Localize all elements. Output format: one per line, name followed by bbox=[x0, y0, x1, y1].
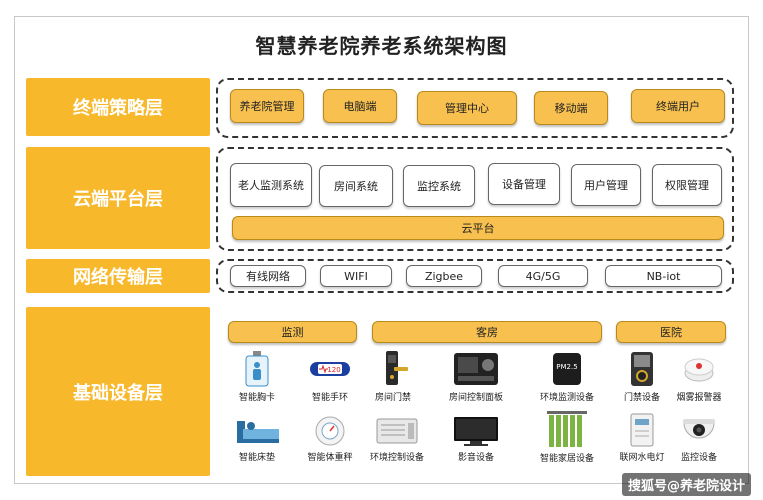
zone-network bbox=[216, 259, 734, 293]
cloud-item: 权限管理 bbox=[652, 164, 722, 206]
network-item: 4G/5G bbox=[498, 265, 588, 287]
group-monitoring: 监测 bbox=[228, 321, 357, 343]
wristband-icon: 120 bbox=[310, 362, 350, 376]
meter-icon bbox=[630, 413, 654, 447]
layer-device: 基础设备层 bbox=[26, 307, 210, 476]
network-item: NB-iot bbox=[605, 265, 722, 287]
device-room-panel: 房间控制面板 bbox=[437, 351, 515, 403]
cloud-platform-bar: 云平台 bbox=[232, 216, 724, 240]
badge-icon bbox=[245, 351, 269, 387]
camera-icon bbox=[683, 419, 715, 439]
cloud-item: 用户管理 bbox=[571, 164, 641, 206]
device-smart-mattress: 智能床垫 bbox=[218, 415, 296, 463]
layer-terminal: 终端策略层 bbox=[26, 78, 210, 136]
device-utility-meter: 联网水电灯 bbox=[603, 413, 681, 463]
scale-icon bbox=[315, 416, 345, 446]
watermark: 搜狐号@养老院设计 bbox=[621, 473, 751, 496]
network-item: WIFI bbox=[320, 265, 392, 287]
terminal-item: 管理中心 bbox=[417, 91, 517, 125]
room-panel-icon bbox=[454, 353, 498, 385]
zone-terminal bbox=[216, 78, 734, 138]
diagram-title: 智慧养老院养老系统架构图 bbox=[255, 34, 508, 58]
wristband-readout: 120 bbox=[327, 366, 340, 374]
device-smoke-alarm: 烟雾报警器 bbox=[660, 351, 738, 403]
device-smart-home: 智能家居设备 bbox=[528, 410, 606, 464]
cloud-item: 监控系统 bbox=[403, 165, 475, 207]
access-control-icon bbox=[631, 352, 653, 386]
env-control-icon bbox=[376, 418, 418, 444]
terminal-item: 终端用户 bbox=[631, 89, 725, 123]
cloud-item: 老人监测系统 bbox=[230, 163, 312, 207]
curtain-icon bbox=[547, 411, 587, 447]
terminal-item: 养老院管理 bbox=[230, 89, 304, 123]
env-monitor-icon: PM2.5 bbox=[553, 353, 581, 385]
device-camera: 监控设备 bbox=[660, 413, 738, 463]
device-door-lock: 房间门禁 bbox=[354, 351, 432, 403]
cloud-item: 设备管理 bbox=[488, 163, 560, 205]
device-access-control: 门禁设备 bbox=[603, 351, 681, 403]
zone-cloud bbox=[216, 147, 734, 251]
env-monitor-readout: PM2.5 bbox=[556, 363, 577, 371]
device-av: 影音设备 bbox=[437, 415, 515, 463]
network-item: Zigbee bbox=[406, 265, 482, 287]
terminal-item: 移动端 bbox=[534, 91, 608, 125]
device-env-control: 环境控制设备 bbox=[358, 415, 436, 463]
terminal-item: 电脑端 bbox=[323, 89, 397, 123]
group-room: 客房 bbox=[372, 321, 602, 343]
layer-network: 网络传输层 bbox=[26, 259, 210, 293]
mattress-icon bbox=[237, 421, 279, 443]
tv-icon bbox=[454, 417, 498, 446]
cloud-item: 房间系统 bbox=[319, 165, 393, 207]
door-lock-icon bbox=[386, 351, 408, 385]
group-hospital: 医院 bbox=[616, 321, 726, 343]
smoke-alarm-icon bbox=[684, 358, 714, 382]
layer-cloud: 云端平台层 bbox=[26, 147, 210, 249]
device-wristband: 120 智能手环 bbox=[291, 351, 369, 403]
network-item: 有线网络 bbox=[230, 265, 306, 287]
device-badge: 智能胸卡 bbox=[218, 351, 296, 403]
device-smart-scale: 智能体重秤 bbox=[291, 415, 369, 463]
device-env-monitor: PM2.5 环境监测设备 bbox=[528, 351, 606, 403]
